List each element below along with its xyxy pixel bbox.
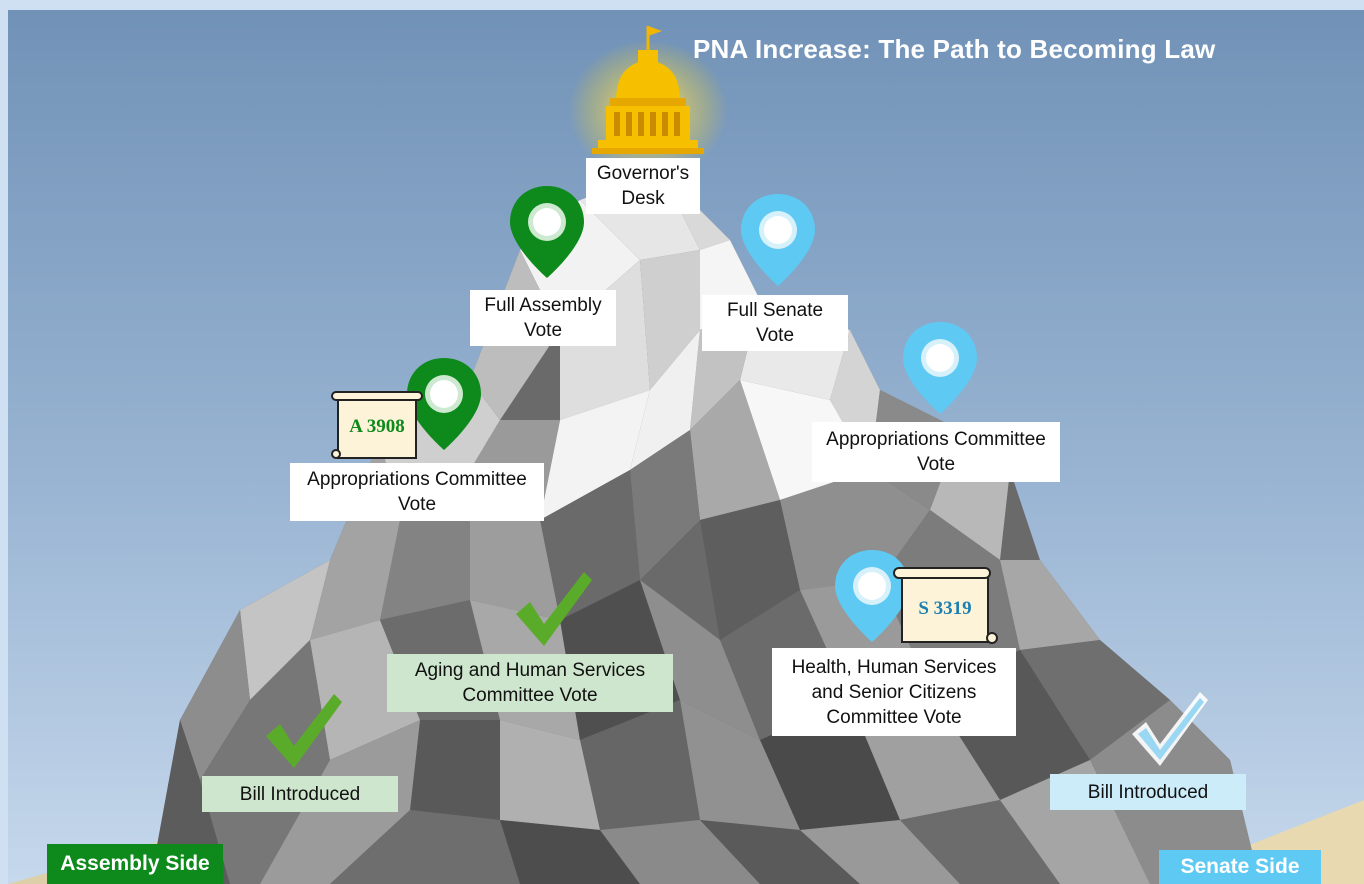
senate-introduced-check-icon <box>1132 692 1208 766</box>
assembly-introduced-check-icon <box>266 694 342 768</box>
senate-bill-scroll-icon: S 3319 <box>890 566 1000 648</box>
assembly-side-tag: Assembly Side <box>47 844 223 884</box>
assembly-appropriations-pin-icon <box>407 358 481 450</box>
assembly-committee-check-icon <box>516 572 592 646</box>
assembly-committee-label: Aging and Human Services Committee Vote <box>387 654 673 712</box>
assembly-bill-number: A 3908 <box>349 416 405 437</box>
assembly-appropriations-label: Appropriations Committee Vote <box>290 463 544 521</box>
diagram-title: PNA Increase: The Path to Becoming Law <box>693 34 1216 64</box>
assembly-full-vote-pin-icon <box>510 186 584 278</box>
assembly-bill-scroll-icon: A 3908 <box>330 390 426 462</box>
senate-side-tag: Senate Side <box>1159 850 1321 884</box>
senate-introduced-label: Bill Introduced <box>1050 774 1246 810</box>
assembly-introduced-label: Bill Introduced <box>202 776 398 812</box>
senate-appropriations-label: Appropriations Committee Vote <box>812 422 1060 482</box>
capitol-icon <box>592 26 704 154</box>
senate-bill-number: S 3319 <box>918 598 972 619</box>
senate-full-vote-pin-icon <box>741 194 815 286</box>
senate-committee-label: Health, Human Services and Senior Citize… <box>772 648 1016 736</box>
assembly-full-vote-label: Full Assembly Vote <box>470 290 616 346</box>
governor-desk-label: Governor's Desk <box>586 158 700 214</box>
senate-appropriations-pin-icon <box>903 322 977 414</box>
top-border <box>0 0 1364 10</box>
senate-full-vote-label: Full Senate Vote <box>702 295 848 351</box>
left-border <box>0 0 8 884</box>
senate-committee-pin-icon <box>835 550 909 642</box>
